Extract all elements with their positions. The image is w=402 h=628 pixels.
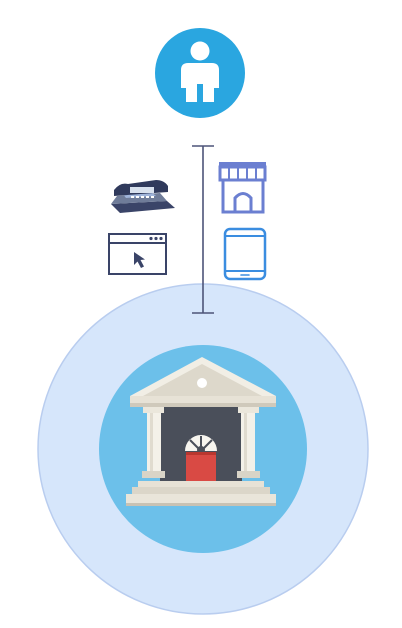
- cursor-arrow-icon: [134, 252, 145, 268]
- storefront-icon: [218, 162, 267, 214]
- bank-building-icon: [126, 357, 276, 506]
- person-icon: [181, 41, 219, 102]
- tablet-icon: [223, 227, 267, 281]
- web-browser-icon: [108, 233, 167, 275]
- user-avatar: [155, 28, 245, 118]
- connector-line: [192, 145, 214, 314]
- desk-phone-icon: [111, 180, 175, 213]
